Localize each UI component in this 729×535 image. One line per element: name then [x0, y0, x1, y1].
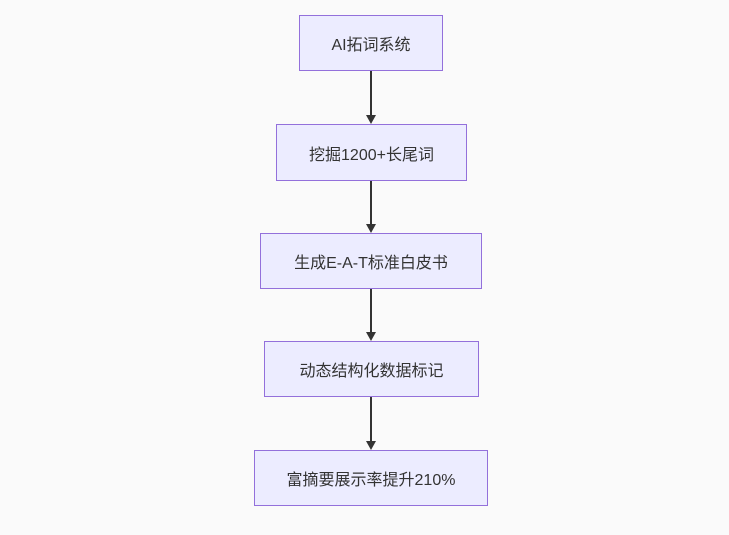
flow-node-longtail-mining: 挖掘1200+长尾词: [276, 124, 467, 181]
flow-node-rich-snippet-result: 富摘要展示率提升210%: [254, 450, 488, 506]
flow-node-label: 生成E-A-T标准白皮书: [294, 255, 448, 272]
arrow-down-icon: [366, 115, 376, 124]
flow-node-ai-keyword-system: AI拓词系统: [299, 15, 443, 71]
flow-arrow-line-2: [370, 181, 372, 224]
arrow-down-icon: [366, 441, 376, 450]
flow-arrow-line-4: [370, 397, 372, 441]
flow-arrow-line-3: [370, 289, 372, 332]
flow-node-structured-data-markup: 动态结构化数据标记: [264, 341, 479, 397]
flow-arrow-line-1: [370, 71, 372, 115]
arrow-down-icon: [366, 332, 376, 341]
flow-node-label: 富摘要展示率提升210%: [286, 472, 456, 489]
flow-node-label: 挖掘1200+长尾词: [309, 146, 434, 164]
arrow-down-icon: [366, 224, 376, 233]
flow-node-eat-whitepaper: 生成E-A-T标准白皮书: [260, 233, 482, 289]
flow-node-label: AI拓词系统: [331, 37, 411, 54]
flow-node-label: 动态结构化数据标记: [299, 363, 444, 380]
